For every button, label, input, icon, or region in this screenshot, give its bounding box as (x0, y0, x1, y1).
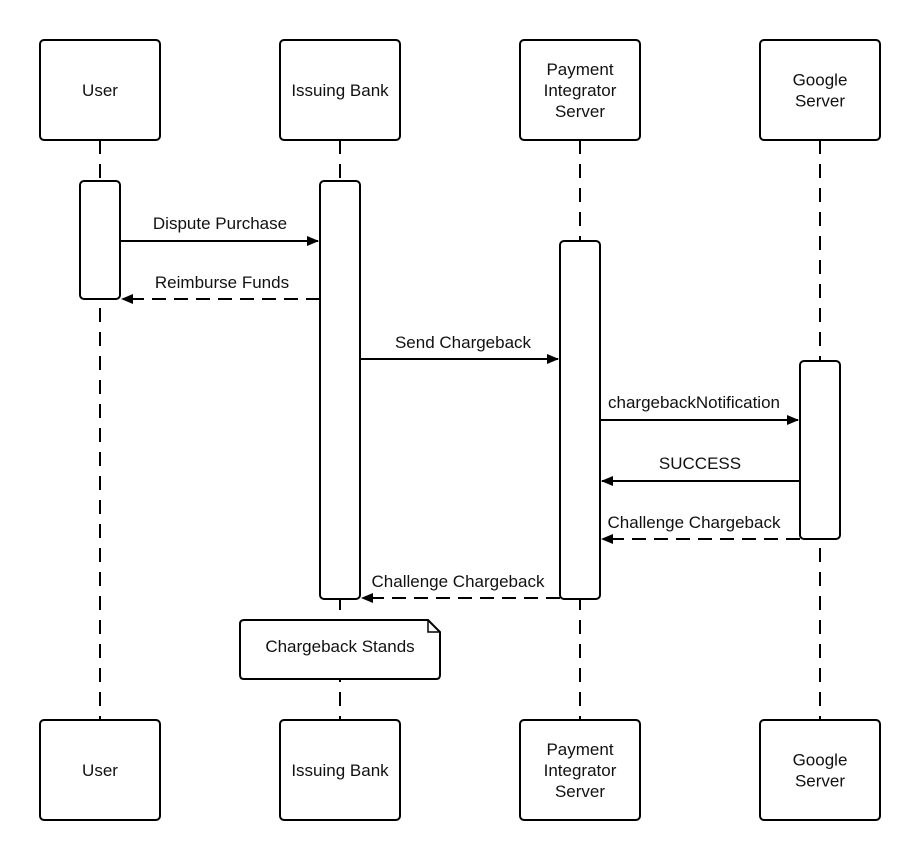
participant-top-user: User (39, 39, 161, 141)
activation-bar-issuing-bank (319, 180, 361, 600)
participant-label: Payment (546, 60, 613, 79)
activation-bar-google-server (799, 360, 841, 540)
message-6: Challenge Chargeback (601, 513, 800, 544)
participant-top-issuing-bank: Issuing Bank (279, 39, 401, 141)
message-label: chargebackNotification (608, 393, 780, 412)
message-2: Reimburse Funds (121, 273, 320, 304)
participant-box (39, 719, 161, 821)
message-label: Challenge Chargeback (372, 572, 545, 591)
participant-box (759, 39, 881, 141)
note-fold (427, 620, 440, 633)
message-label: SUCCESS (659, 454, 741, 473)
note-chargeback-stands: Chargeback Stands (239, 619, 441, 680)
participant-label: Issuing Bank (291, 761, 389, 780)
message-label: Send Chargeback (395, 333, 532, 352)
participant-box (279, 719, 401, 821)
message-label: Dispute Purchase (153, 214, 287, 233)
participant-label: Google (793, 751, 848, 770)
participant-label: Payment (546, 740, 613, 759)
participant-box (279, 39, 401, 141)
participant-bottom-user: User (39, 719, 161, 821)
note-text: Chargeback Stands (265, 637, 414, 656)
message-label: Challenge Chargeback (608, 513, 781, 532)
message-1: Dispute Purchase (120, 214, 319, 246)
message-4: chargebackNotification (600, 393, 799, 425)
activation-bar-user (79, 180, 121, 300)
participant-box (759, 719, 881, 821)
participant-box (519, 719, 641, 821)
message-3: Send Chargeback (360, 333, 559, 364)
participant-label: Server (795, 772, 845, 791)
participant-label: Server (795, 92, 845, 111)
participant-label: Server (555, 782, 605, 801)
activation-bar-payment-integrator-server (559, 240, 601, 600)
participant-label: Integrator (544, 81, 617, 100)
participant-box (39, 39, 161, 141)
participant-label: Issuing Bank (291, 81, 389, 100)
message-label: Reimburse Funds (155, 273, 289, 292)
participant-label: User (82, 81, 118, 100)
message-5: SUCCESS (601, 454, 800, 486)
message-7: Challenge Chargeback (361, 572, 560, 603)
participant-label: Integrator (544, 761, 617, 780)
participant-bottom-issuing-bank: Issuing Bank (279, 719, 401, 821)
note-box (239, 619, 441, 680)
participant-label: Google (793, 71, 848, 90)
participant-label: Server (555, 102, 605, 121)
participant-box (519, 39, 641, 141)
participant-label: User (82, 761, 118, 780)
